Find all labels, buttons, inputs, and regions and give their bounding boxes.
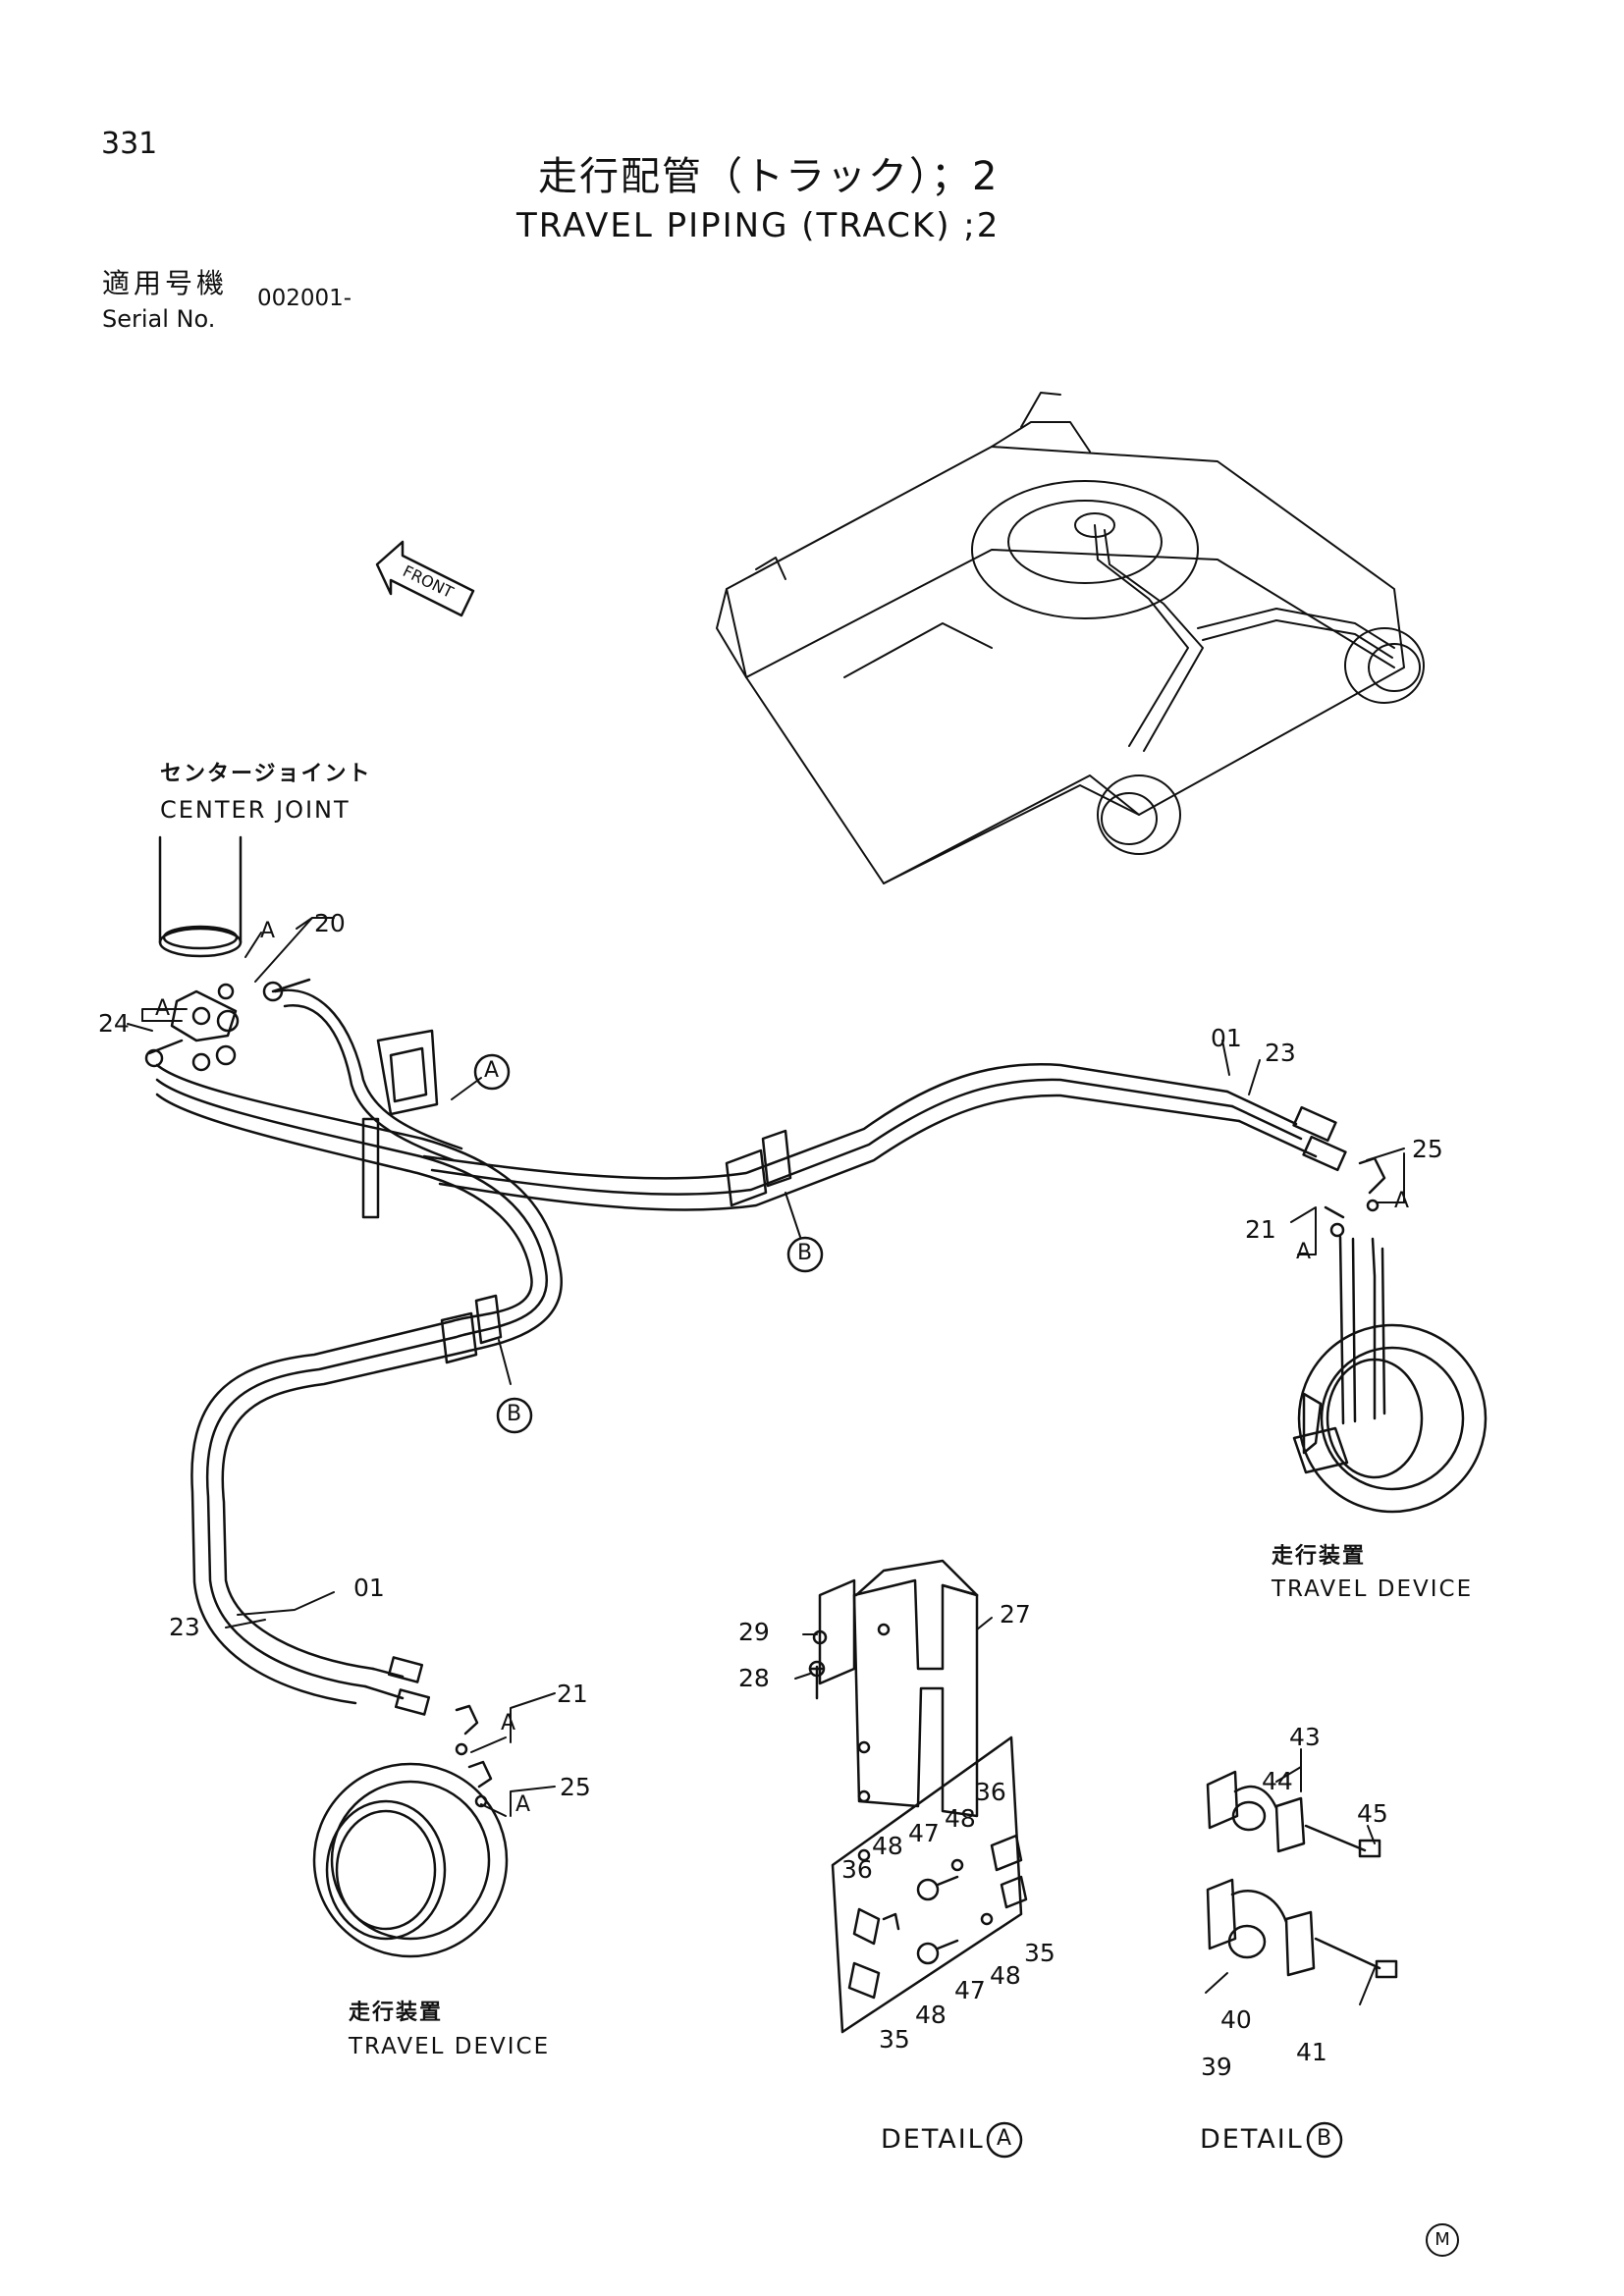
part-number-25-left: 25 bbox=[560, 1773, 591, 1801]
part-number-43: 43 bbox=[1289, 1723, 1321, 1751]
detail-b-label: DETAIL bbox=[1200, 2124, 1304, 2155]
track-frame-drawing bbox=[716, 392, 1425, 884]
part-number-23-left: 23 bbox=[169, 1613, 200, 1641]
part-number-41: 41 bbox=[1296, 2038, 1327, 2066]
elbow-fittings-drawing bbox=[455, 1156, 1386, 1808]
part-number-48-top: 48 bbox=[945, 1804, 976, 1833]
detail-a-label: DETAIL bbox=[881, 2124, 985, 2155]
fitting-a-label-3: A bbox=[1394, 1189, 1410, 1213]
part-number-24: 24 bbox=[98, 1009, 130, 1038]
detail-b-drawing bbox=[1206, 1770, 1398, 1979]
part-number-40: 40 bbox=[1220, 2005, 1252, 2034]
page-title-en: TRAVEL PIPING (TRACK) ;2 bbox=[516, 206, 1001, 245]
travel-device-right-label-jp: 走行装置 bbox=[1272, 1544, 1367, 1569]
callouts bbox=[473, 1053, 1343, 2159]
hose-bundle-drawing bbox=[155, 988, 1347, 1716]
fitting-a-label-5: A bbox=[501, 1711, 516, 1735]
front-arrow-icon: FRONT bbox=[375, 540, 475, 617]
part-number-48-left: 48 bbox=[872, 1832, 903, 1860]
part-number-28: 28 bbox=[738, 1664, 770, 1692]
fitting-a-label-6: A bbox=[515, 1792, 531, 1817]
callout-b-1: B bbox=[797, 1241, 813, 1265]
part-number-29: 29 bbox=[738, 1618, 770, 1646]
part-number-45: 45 bbox=[1357, 1799, 1388, 1828]
callout-b-detail: B bbox=[1317, 2126, 1332, 2151]
part-number-21-left: 21 bbox=[557, 1680, 588, 1708]
part-number-01-left: 01 bbox=[353, 1574, 385, 1602]
center-joint-label-jp: センタージョイント bbox=[160, 762, 372, 786]
travel-device-right-drawing bbox=[1292, 1235, 1488, 1514]
part-number-36-right: 36 bbox=[975, 1778, 1006, 1806]
serial-label-jp: 適用号機 bbox=[102, 267, 229, 299]
part-number-01-right: 01 bbox=[1211, 1024, 1242, 1052]
callout-b-2: B bbox=[507, 1402, 522, 1426]
part-number-48-bottom: 48 bbox=[915, 2001, 947, 2029]
part-number-35-left: 35 bbox=[879, 2025, 910, 2054]
callout-a-1: A bbox=[484, 1058, 500, 1083]
part-number-21-right: 21 bbox=[1245, 1215, 1276, 1244]
publisher-mark: M bbox=[1426, 2223, 1459, 2257]
part-number-20: 20 bbox=[314, 909, 346, 937]
travel-device-right-label-en: TRAVEL DEVICE bbox=[1272, 1576, 1474, 1602]
travel-device-left-label-jp: 走行装置 bbox=[349, 2001, 444, 2025]
part-number-27: 27 bbox=[1000, 1600, 1031, 1629]
pipe-bracket-drawing bbox=[361, 1029, 439, 1219]
travel-device-left-drawing bbox=[312, 1762, 509, 1958]
center-joint-label-en: CENTER JOINT bbox=[160, 796, 351, 824]
fitting-a-label-1: A bbox=[260, 919, 276, 943]
travel-device-left-label-en: TRAVEL DEVICE bbox=[349, 2034, 551, 2059]
part-number-35-right: 35 bbox=[1024, 1939, 1056, 1967]
fitting-a-label-2: A bbox=[155, 996, 171, 1021]
page-title-jp: 走行配管（トラック）；2 bbox=[538, 154, 1000, 199]
part-number-44: 44 bbox=[1262, 1767, 1293, 1795]
hose-clamp-drawing bbox=[440, 1129, 792, 1364]
part-number-47-bottom: 47 bbox=[954, 1976, 986, 2004]
part-number-48-right: 48 bbox=[990, 1961, 1021, 1990]
part-number-39: 39 bbox=[1201, 2053, 1232, 2081]
part-number-36-left: 36 bbox=[841, 1855, 873, 1884]
part-number-23-right: 23 bbox=[1265, 1039, 1296, 1067]
center-joint-drawing bbox=[144, 835, 311, 1072]
part-number-47-top: 47 bbox=[908, 1819, 940, 1847]
detail-a-drawing bbox=[808, 1559, 1028, 2034]
callout-a-detail: A bbox=[997, 2126, 1012, 2151]
page-number: 331 bbox=[101, 127, 158, 161]
leader-lines bbox=[127, 917, 1405, 2005]
part-number-25-right: 25 bbox=[1412, 1135, 1443, 1163]
serial-value: 002001- bbox=[257, 286, 352, 311]
fitting-a-label-4: A bbox=[1296, 1240, 1312, 1264]
serial-label-en: Serial No. bbox=[102, 305, 216, 333]
